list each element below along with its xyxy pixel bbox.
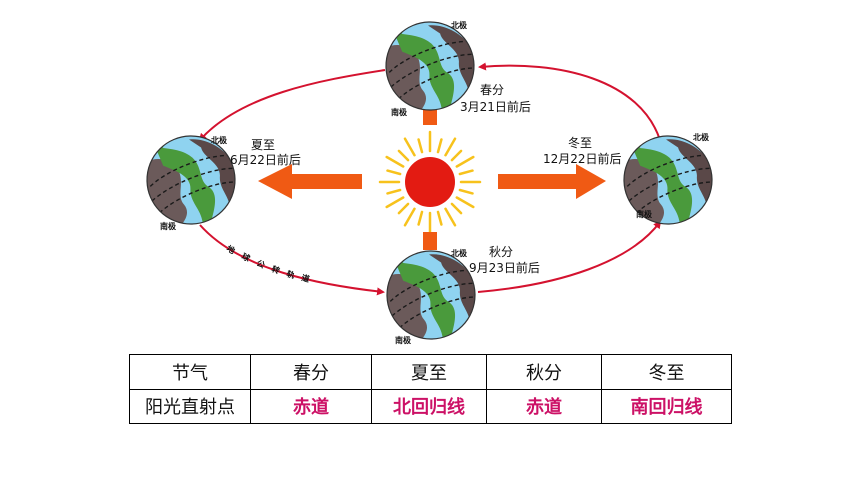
solar-term-date: 9月23日前后 [469,260,540,275]
solar-term-label: 夏至 [251,138,275,152]
header-cell: 春分 [250,354,372,390]
sun-ray [458,169,474,176]
orbit-label-char: 道 [300,272,310,284]
sunlight-arrow-down [423,232,437,250]
sun-ray [450,149,463,162]
sun-ray [397,149,410,162]
sun-ray [436,210,443,226]
solar-term-label: 秋分 [489,245,513,259]
solar-term-date: 3月21日前后 [460,99,531,114]
sun-ray [385,155,405,168]
header-cell: 冬至 [601,354,732,390]
earth-summer: 北极 南极 夏至 6月22日前后 [133,122,301,237]
south-pole-label: 南极 [636,209,652,219]
orbit-label-char: 球 [240,251,253,264]
solar-term-label: 冬至 [568,135,592,150]
header-cell: 秋分 [486,354,602,390]
south-pole-label: 南极 [395,335,411,345]
header-label-cell: 节气 [129,354,251,390]
orbit-label-char: 公 [255,259,266,270]
sun-ray [403,137,416,157]
sun-ray [458,188,474,195]
table-row-header: 节气 春分 夏至 秋分 冬至 [129,354,732,390]
sun-ray [444,137,457,157]
header-cell: 夏至 [371,354,487,390]
solar-term-date: 6月22日前后 [230,152,301,167]
earth-spring: 北极 南极 春分 3月21日前后 [372,8,531,123]
solar-term-table: 节气 春分 夏至 秋分 冬至 阳光直射点 赤道 北回归线 赤道 南回归线 [129,354,732,424]
north-pole-label: 北极 [451,20,467,30]
north-pole-label: 北极 [693,132,709,142]
value-cell: 赤道 [486,388,602,424]
south-pole-label: 南极 [160,221,176,231]
sun-ray [417,138,424,154]
sun-ray [417,210,424,226]
orbit-label-char: 轨 [285,268,296,280]
sun-ray [386,188,402,195]
sun-ray [450,202,463,215]
sun-ray [403,207,416,227]
value-cell: 南回归线 [601,388,732,424]
sun-ray [436,138,443,154]
sun-ray [455,155,475,168]
solar-term-label: 春分 [480,83,504,97]
sun-ray [455,196,475,209]
north-pole-label: 北极 [211,135,227,145]
north-pole-label: 北极 [451,248,467,258]
south-pole-label: 南极 [391,107,407,117]
sunlight-arrow-right [498,164,606,199]
orbit-label-char: 转 [270,264,281,276]
sun-icon [378,130,482,234]
orbit-arc-winter-to-spring [478,62,661,141]
solar-term-date: 12月22日前后 [543,151,622,166]
orbit-arc-spring-to-summer [198,69,386,142]
orbit-label-char: 地 [225,243,237,256]
orbit-arc-autumn-to-winter [477,220,662,293]
sunlight-arrow-left [258,164,362,199]
earth-winter: 北极 南极 冬至 12月22日前后 [543,122,726,237]
table-row-values: 阳光直射点 赤道 北回归线 赤道 南回归线 [129,388,732,424]
sun-ray [385,196,405,209]
sun-ray [386,169,402,176]
sun-ray [397,202,410,215]
orbit-arc-summer-to-autumn [199,224,385,296]
value-cell: 赤道 [250,388,372,424]
earth-autumn: 北极 南极 秋分 9月23日前后 [373,237,540,352]
value-cell: 北回归线 [371,388,487,424]
row-label-cell: 阳光直射点 [129,388,251,424]
sun-ray [444,207,457,227]
